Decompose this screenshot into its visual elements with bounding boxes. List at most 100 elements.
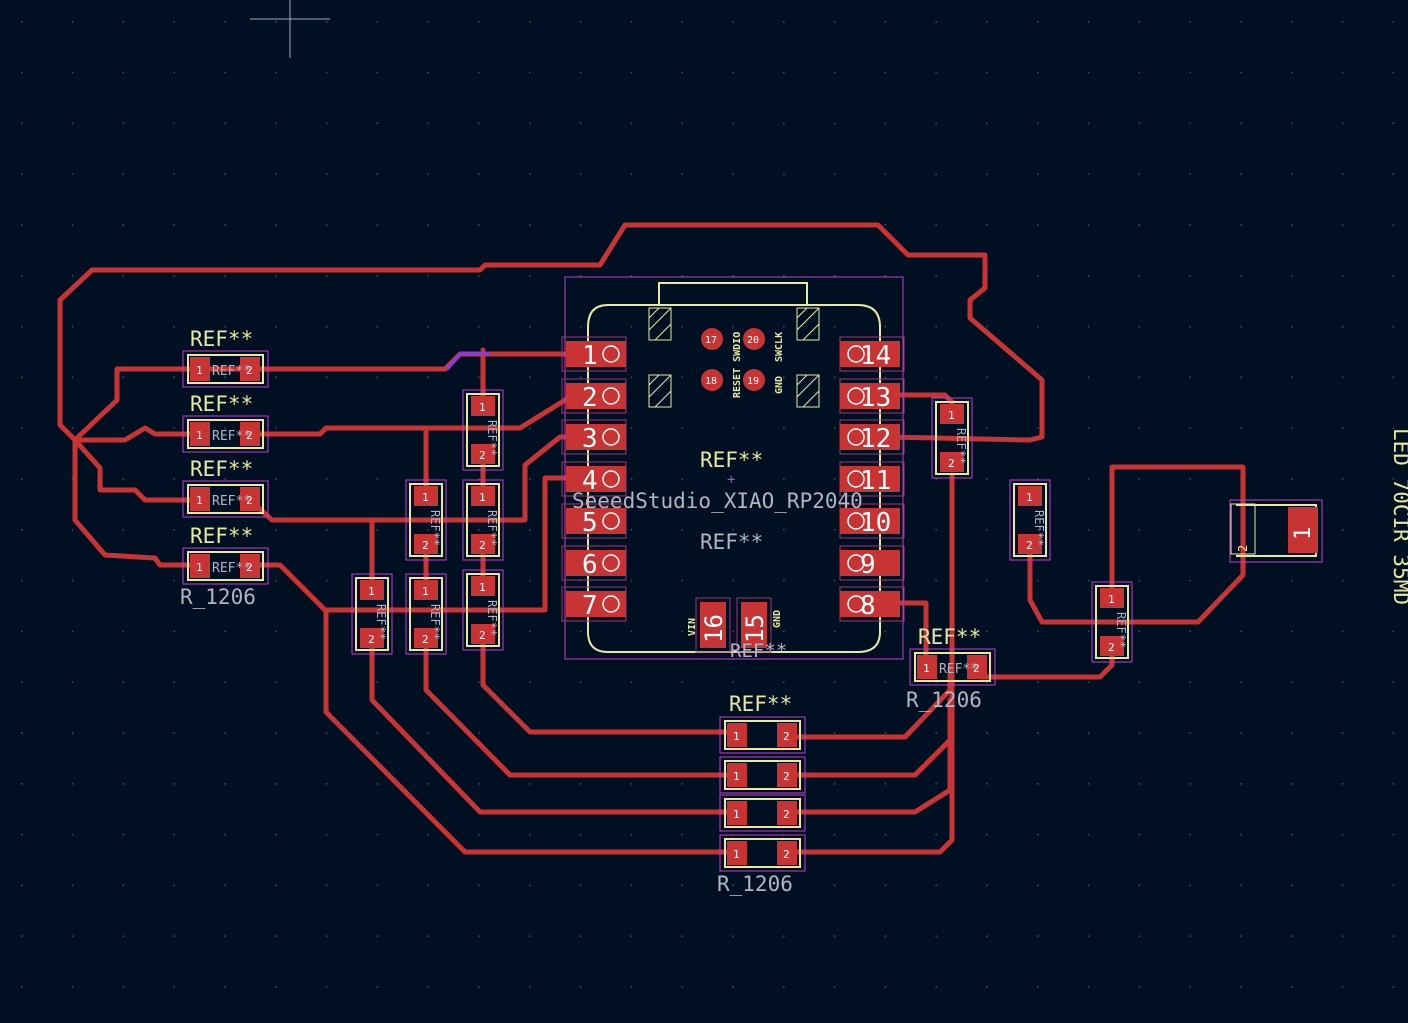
pad-label-2: 2 — [582, 383, 598, 413]
r3-body: REF** — [212, 494, 251, 509]
swd-pads[interactable]: 17 20 18 19 RESET SWDIO SWCLK GND — [701, 328, 785, 398]
track-bottom-4[interactable] — [323, 607, 740, 855]
resistor-stack[interactable]: REF** 1 2 1 2 1 2 1 2 R_1206 — [717, 692, 806, 896]
pad-5[interactable]: 5 — [561, 503, 627, 539]
r4-body: REF** — [212, 561, 251, 576]
swd-label-20: 20 — [747, 335, 759, 346]
module-anchor-icon: + — [727, 472, 735, 488]
cursor-crosshair-icon — [250, 0, 330, 58]
track-right-4[interactable] — [784, 472, 955, 855]
module-ref-top: REF** — [700, 448, 763, 472]
pad-2[interactable]: 2 — [561, 378, 627, 414]
vin-label: VIN — [687, 618, 698, 636]
track-bottom-3[interactable] — [369, 637, 740, 815]
v1-pad2: 2 — [479, 449, 486, 462]
v9-body: REF** — [1114, 612, 1128, 648]
resistor-r2[interactable]: REF** 1 2 REF** — [182, 392, 269, 453]
resistor-v2[interactable]: 1 2 REF** — [405, 479, 447, 561]
swd-label-18: 18 — [705, 376, 717, 387]
gnd-label-bottom: GND — [772, 610, 783, 628]
resistor-v7[interactable]: 1 2 REF** — [931, 397, 973, 479]
pad-10[interactable]: 10 — [839, 503, 905, 539]
pad-15[interactable]: 15 — [736, 597, 772, 653]
resistor-s2[interactable]: 1 2 — [719, 756, 806, 794]
s4-pad2: 2 — [783, 848, 790, 861]
track-bottom-2[interactable] — [423, 637, 740, 778]
resistor-v4[interactable]: 1 2 REF** — [351, 573, 393, 655]
swdio-label: RESET SWDIO — [732, 332, 743, 398]
module-bottom-pads[interactable]: 16 15 VIN GND — [687, 597, 783, 653]
v7-pad2: 2 — [948, 457, 955, 470]
v4-pad1: 1 — [368, 585, 375, 598]
pad-1[interactable]: 1 — [561, 336, 627, 372]
pad-label-16: 16 — [700, 614, 728, 643]
usb-connector-outline — [658, 282, 808, 305]
module-left-pads[interactable]: 1 2 3 4 5 6 7 — [561, 336, 627, 622]
r5-pad2: 2 — [973, 662, 980, 675]
resistor-v5[interactable]: 1 2 REF** — [405, 573, 447, 655]
r5-ref: REF** — [918, 625, 981, 649]
swd-pad-18[interactable]: 18 — [701, 369, 723, 391]
resistor-v6[interactable]: 1 2 REF** — [462, 569, 504, 651]
r4-pad1: 1 — [196, 561, 203, 574]
r2-ref: REF** — [190, 392, 253, 416]
v8-pad2: 2 — [1026, 539, 1033, 552]
resistor-v9[interactable]: 1 2 REF** — [1091, 581, 1133, 663]
module-right-pads[interactable]: 14 13 12 11 10 9 8 — [839, 336, 905, 622]
v2-body: REF** — [428, 510, 442, 546]
led-pad-1[interactable] — [1288, 507, 1318, 553]
pad-14[interactable]: 14 — [839, 336, 905, 372]
r4-pad2: 2 — [246, 561, 253, 574]
track-bottom-1[interactable] — [480, 637, 740, 735]
resistor-r5[interactable]: REF** 1 2 REF** R_1206 — [906, 625, 996, 712]
v4-body: REF** — [374, 604, 388, 640]
s1-pad2: 2 — [783, 730, 790, 743]
module-value: SeeedStudio_XIAO_RP2040 — [572, 489, 863, 513]
pad-7[interactable]: 7 — [561, 586, 627, 622]
swd-pad-20[interactable]: 20 — [743, 328, 765, 350]
track-left-cross[interactable] — [72, 425, 203, 568]
swd-pad-19[interactable]: 19 — [743, 369, 765, 391]
v2-pad2: 2 — [422, 539, 429, 552]
pad-label-4: 4 — [582, 466, 598, 496]
resistor-v1[interactable]: 1 2 REF** — [462, 389, 504, 471]
s4-pad1: 1 — [733, 848, 740, 861]
pad-11[interactable]: 11 — [839, 461, 905, 497]
led-pad1-label: 1 — [1291, 527, 1316, 540]
v2-pad1: 1 — [422, 491, 429, 504]
track-pin8[interactable] — [887, 600, 929, 671]
track-led-loop[interactable] — [1027, 464, 1246, 625]
xiao-rp2040-module[interactable]: 1 2 3 4 5 6 7 14 13 12 11 10 9 8 16 15 V… — [561, 276, 905, 662]
v1-pad1: 1 — [479, 401, 486, 414]
resistor-s4[interactable]: 1 2 — [719, 834, 806, 872]
s3-pad2: 2 — [783, 808, 790, 821]
resistor-r1[interactable]: REF** 1 2 REF** — [182, 327, 269, 388]
pad-6[interactable]: 6 — [561, 545, 627, 581]
resistor-s1[interactable]: 1 2 — [719, 716, 806, 754]
pad-16[interactable]: 16 — [695, 597, 731, 653]
resistor-r3[interactable]: REF** 1 2 REF** — [182, 457, 269, 518]
pad-12[interactable]: 12 — [839, 419, 905, 455]
s3-pad1: 1 — [733, 808, 740, 821]
v5-body: REF** — [428, 604, 442, 640]
pad-8[interactable]: 8 — [839, 586, 905, 622]
resistor-v8[interactable]: 1 2 REF** — [1009, 479, 1051, 561]
pad-4[interactable]: 4 — [561, 461, 627, 497]
resistor-v3[interactable]: 1 2 REF** — [462, 479, 504, 561]
r4-value: R_1206 — [180, 585, 256, 609]
pad-13[interactable]: 13 — [839, 378, 905, 414]
pad-3[interactable]: 3 — [561, 419, 627, 455]
selected-track-segment[interactable] — [445, 352, 490, 371]
led-pad2-label: 2 — [1236, 545, 1250, 552]
r5-pad1: 1 — [923, 662, 930, 675]
pad-9[interactable]: 9 — [839, 545, 905, 581]
pad-label-1: 1 — [582, 341, 598, 371]
resistor-r4[interactable]: REF** 1 2 REF** R_1206 — [180, 524, 269, 609]
copper-tracks[interactable] — [57, 222, 1246, 855]
swd-pad-17[interactable]: 17 — [701, 328, 723, 350]
resistor-s3[interactable]: 1 2 — [719, 794, 806, 832]
track-pin4[interactable] — [247, 475, 597, 613]
led-footprint[interactable]: 1 2 LED 70CIR 35MD — [1229, 428, 1408, 605]
swclk-label: SWCLK — [774, 332, 785, 362]
